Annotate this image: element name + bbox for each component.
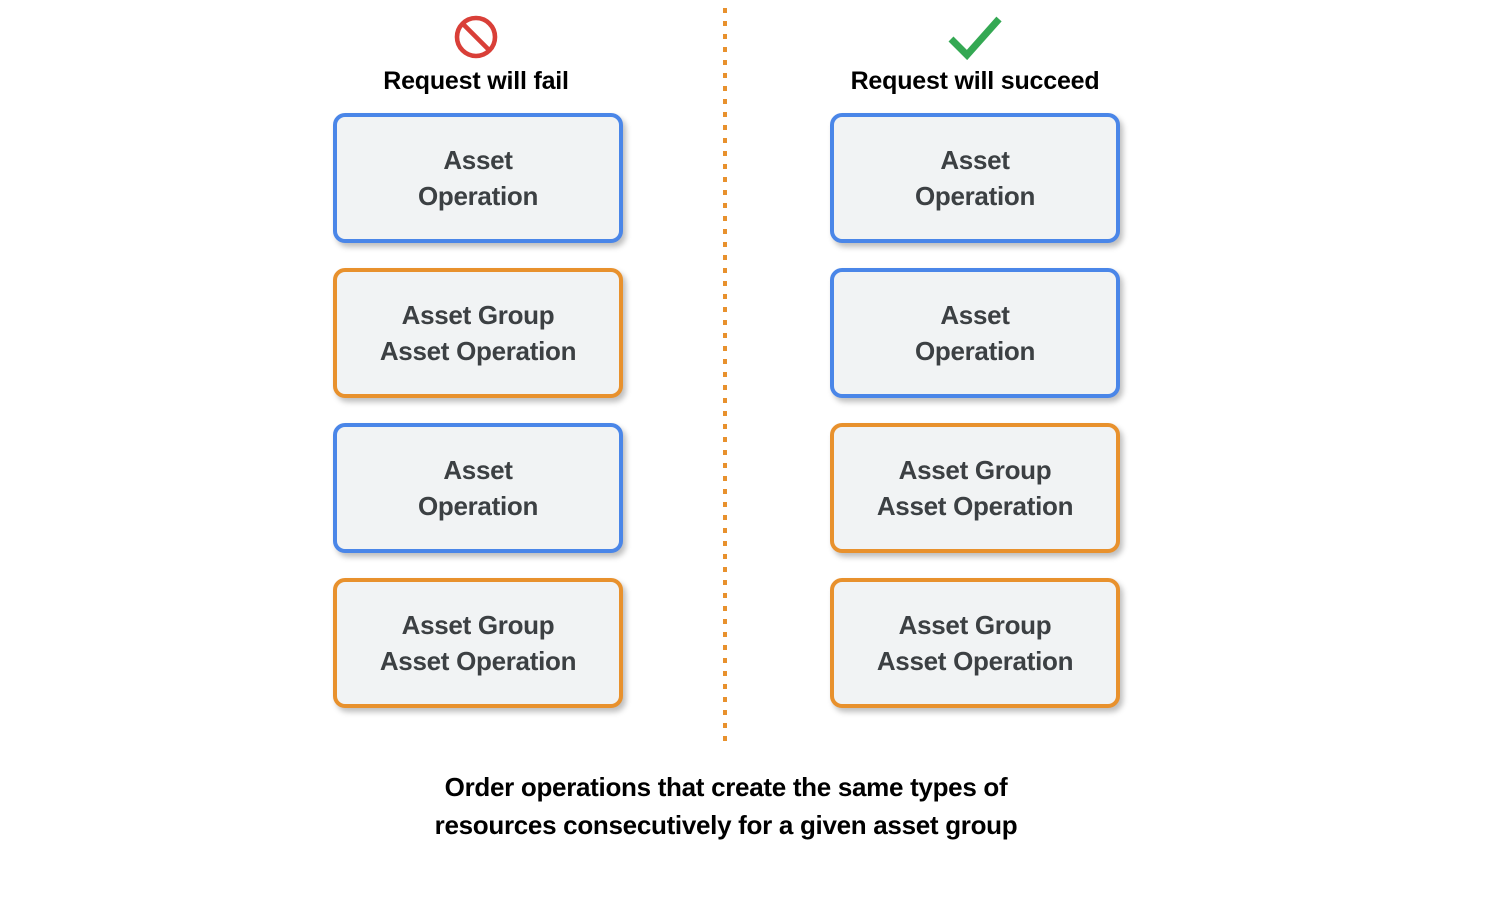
- operation-box[interactable]: Asset Operation: [830, 113, 1120, 243]
- operation-box[interactable]: Asset Group Asset Operation: [333, 268, 623, 398]
- operation-box-label: Asset Operation: [914, 145, 1036, 211]
- checkmark-icon: [735, 10, 1215, 64]
- prohibited-icon: [236, 10, 716, 64]
- operation-box[interactable]: Asset Group Asset Operation: [333, 578, 623, 708]
- operation-box-label: Asset Operation: [914, 300, 1036, 366]
- operation-box-label: Asset Group Asset Operation: [876, 610, 1074, 676]
- column-header-label-succeed: Request will succeed: [850, 67, 1100, 95]
- operation-box[interactable]: Asset Operation: [333, 113, 623, 243]
- operation-box-label: Asset Group Asset Operation: [379, 300, 577, 366]
- operation-list-succeed: Asset Operation Asset Operation Asset Gr…: [830, 113, 1120, 733]
- operation-box-label: Asset Operation: [417, 145, 539, 211]
- operation-box-label: Asset Group Asset Operation: [876, 455, 1074, 521]
- operation-box[interactable]: Asset Operation: [333, 423, 623, 553]
- operation-list-fail: Asset Operation Asset Group Asset Operat…: [333, 113, 623, 733]
- column-header-succeed: Request will succeed: [735, 10, 1215, 96]
- column-divider: [723, 8, 727, 741]
- column-header-fail: Request will fail: [236, 10, 716, 96]
- operation-box[interactable]: Asset Group Asset Operation: [830, 423, 1120, 553]
- diagram-caption: Order operations that create the same ty…: [434, 772, 1018, 840]
- operation-box[interactable]: Asset Group Asset Operation: [830, 578, 1120, 708]
- operation-box-label: Asset Group Asset Operation: [379, 610, 577, 676]
- operation-box[interactable]: Asset Operation: [830, 268, 1120, 398]
- operation-box-label: Asset Operation: [417, 455, 539, 521]
- column-header-label-fail: Request will fail: [383, 67, 569, 95]
